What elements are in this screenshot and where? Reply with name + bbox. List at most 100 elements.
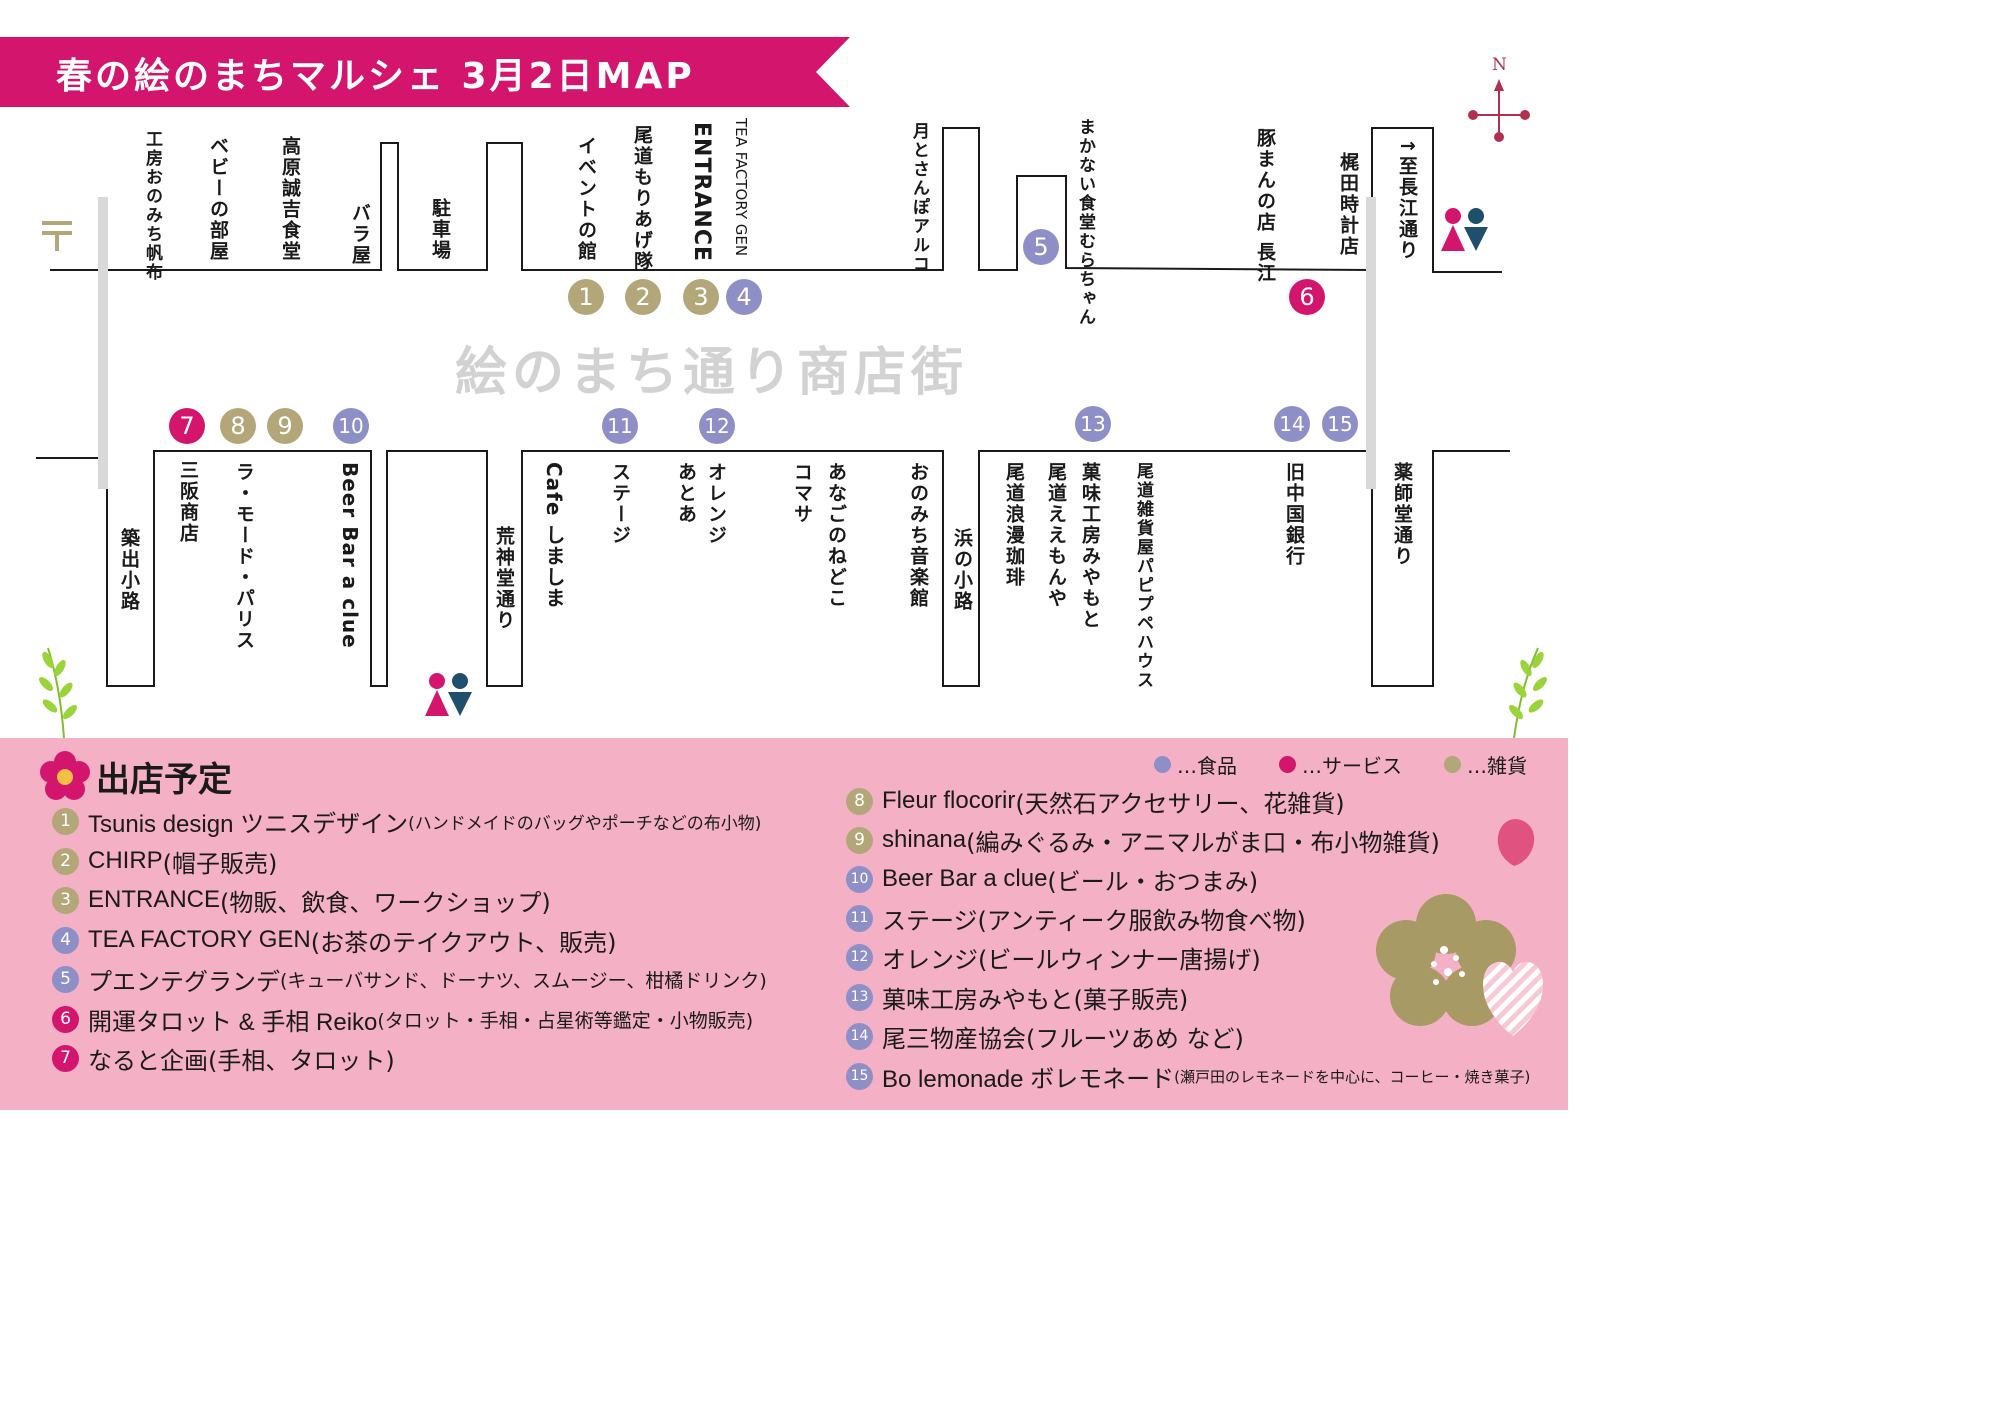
pin-8: 8 bbox=[220, 408, 256, 444]
restroom-icon bbox=[425, 673, 472, 716]
parking-label: 駐車場 bbox=[429, 198, 451, 261]
shop-label: おのみち音楽館 bbox=[907, 462, 929, 609]
goods-dot-icon bbox=[1444, 756, 1461, 773]
entry-note: (瀬戸田のレモネードを中心に、コーヒー・焼き菓子) bbox=[1174, 1067, 1531, 1086]
pin-15: 15 bbox=[1322, 406, 1358, 442]
shop-label: 高原誠吉食堂 bbox=[279, 136, 301, 262]
entry-name: shinana bbox=[882, 826, 967, 853]
street-label: 浜の小路 bbox=[951, 528, 973, 612]
key-service: …サービス bbox=[1279, 750, 1402, 779]
entry-note: (菓子販売) bbox=[1073, 985, 1189, 1014]
flower-icon bbox=[40, 751, 90, 800]
legend-title: 出店予定 bbox=[96, 760, 232, 800]
shop-label: 尾道雑貨屋パピプペハウス bbox=[1133, 462, 1153, 690]
shop-label: Beer Bar a clue bbox=[338, 462, 362, 649]
shop-label: 菓味工房みやもと bbox=[1079, 462, 1101, 630]
entry-number-badge: 4 bbox=[52, 926, 79, 954]
legend-entry: 7 なると企画 (手相、タロット) bbox=[52, 1041, 395, 1075]
entry-number-badge: 3 bbox=[52, 886, 79, 914]
entry-note: (お茶のテイクアウト、販売) bbox=[310, 928, 617, 957]
entry-name: 開運タロット & 手相 Reiko bbox=[88, 1008, 378, 1036]
legend-entry: 9 shinana (編みぐるみ・アニマルがま口・布小物雑貨) bbox=[846, 823, 1440, 857]
entry-note: (天然石アクセサリー、花雑貨) bbox=[1015, 789, 1345, 818]
entry-note: (手相、タロット) bbox=[208, 1046, 395, 1075]
shop-label: ステージ bbox=[609, 462, 631, 546]
shop-label: コマサ bbox=[791, 462, 813, 525]
petal-decoration bbox=[1497, 819, 1535, 866]
compass: N bbox=[1465, 55, 1533, 145]
pin-9: 9 bbox=[267, 408, 303, 444]
entry-note: (ハンドメイドのバッグやポーチなどの布小物) bbox=[408, 813, 762, 834]
pin-6: 6 bbox=[1289, 279, 1325, 315]
street-label: 薬師堂通り bbox=[1391, 462, 1413, 567]
entry-note: (ビール・おつまみ) bbox=[1047, 867, 1259, 896]
entry-name: ENTRANCE bbox=[88, 886, 221, 913]
shop-label: Cafe しましま bbox=[542, 462, 566, 609]
pin-3: 3 bbox=[683, 279, 719, 315]
entry-name: Fleur flocorir bbox=[882, 787, 1016, 814]
shop-label: あとあ bbox=[675, 462, 697, 525]
entry-note: (物販、飲食、ワークショップ) bbox=[220, 888, 551, 917]
shop-label: 尾道浪漫珈琲 bbox=[1003, 462, 1025, 588]
pin-11: 11 bbox=[602, 408, 638, 444]
west-crossroad-marker bbox=[98, 197, 108, 489]
south-street-edge bbox=[36, 450, 1510, 687]
entry-name: CHIRP bbox=[88, 847, 163, 874]
entry-number-badge: 14 bbox=[846, 1022, 873, 1050]
restroom-icon bbox=[1441, 208, 1488, 251]
entry-number-badge: 13 bbox=[846, 983, 873, 1011]
pin-13: 13 bbox=[1075, 406, 1111, 442]
entry-number-badge: 5 bbox=[52, 965, 79, 993]
shop-label: ベビーの部屋 bbox=[207, 136, 229, 262]
entry-name: Beer Bar a clue bbox=[882, 865, 1048, 892]
street-label: 築出小路 bbox=[118, 528, 140, 612]
street-direction-label: ↑至長江通り bbox=[1396, 138, 1418, 261]
pin-1: 1 bbox=[568, 279, 604, 315]
shop-label: TEA FACTORY GEN bbox=[732, 118, 750, 257]
entry-number-badge: 15 bbox=[846, 1062, 873, 1090]
legend-entry: 2 CHIRP (帽子販売) bbox=[52, 844, 277, 878]
leaf-decoration bbox=[1509, 647, 1547, 739]
pin-12: 12 bbox=[699, 408, 735, 444]
entry-number-badge: 7 bbox=[52, 1044, 79, 1072]
legend-entry: 11 ステージ (アンティーク服飲み物食べ物) bbox=[846, 901, 1306, 935]
flower-decoration bbox=[1376, 894, 1516, 1026]
east-crossroad-marker bbox=[1366, 197, 1376, 489]
leaf-decoration bbox=[39, 647, 77, 739]
entry-name: オレンジ bbox=[882, 946, 978, 974]
street-label: 荒神堂通り bbox=[493, 526, 515, 631]
shop-label: 梶田時計店 bbox=[1337, 152, 1359, 257]
entry-name: Tsunis design ツニスデザイン bbox=[88, 810, 409, 838]
shop-label: あなごのねどこ bbox=[825, 462, 847, 609]
legend-entry: 6 開運タロット & 手相 Reiko (タロット・手相・占星術等鑑定・小物販売… bbox=[52, 1002, 753, 1036]
entry-number-badge: 11 bbox=[846, 904, 873, 932]
pin-7: 7 bbox=[169, 408, 205, 444]
shop-label: 尾道もりあげ隊 bbox=[631, 125, 653, 272]
legend-entry: 12 オレンジ (ビールウィンナー唐揚げ) bbox=[846, 940, 1261, 974]
shop-label: 旧中国銀行 bbox=[1283, 462, 1305, 567]
entry-note: (帽子販売) bbox=[162, 849, 278, 878]
entry-note: (アンティーク服飲み物食べ物) bbox=[977, 906, 1306, 935]
shop-label: 豚まんの店 長江 bbox=[1254, 128, 1276, 284]
entry-number-badge: 6 bbox=[52, 1005, 79, 1033]
entry-name: TEA FACTORY GEN bbox=[88, 926, 311, 953]
entry-note: (フルーツあめ など) bbox=[1026, 1024, 1244, 1053]
shop-label: ラ・モード・パリス bbox=[233, 462, 255, 651]
map-title: 春の絵のまちマルシェ 3月2日MAP bbox=[56, 56, 695, 97]
legend-entry: 8 Fleur flocorir (天然石アクセサリー、花雑貨) bbox=[846, 784, 1345, 818]
shop-label: バラ屋 bbox=[349, 203, 371, 266]
service-dot-icon bbox=[1279, 756, 1296, 773]
entry-note: (タロット・手相・占星術等鑑定・小物販売) bbox=[377, 1009, 754, 1032]
title-banner bbox=[0, 37, 850, 107]
legend-entry: 4 TEA FACTORY GEN (お茶のテイクアウト、販売) bbox=[52, 923, 617, 957]
legend-entry: 5 プエンテグランデ (キューバサンド、ドーナツ、スムージー、柑橘ドリンク) bbox=[52, 962, 767, 996]
legend-entry: 3 ENTRANCE (物販、飲食、ワークショップ) bbox=[52, 883, 551, 917]
entry-number-badge: 1 bbox=[52, 807, 79, 835]
heart-decoration bbox=[1483, 961, 1543, 1036]
shop-label: イベントの館 bbox=[575, 136, 597, 262]
entry-name: プエンテグランデ bbox=[88, 968, 280, 996]
shop-label: 三阪商店 bbox=[177, 460, 199, 544]
street-name: 絵のまち通り商店街 bbox=[455, 342, 969, 403]
compass-icon bbox=[1468, 79, 1530, 142]
shop-label: ENTRANCE bbox=[689, 122, 714, 262]
